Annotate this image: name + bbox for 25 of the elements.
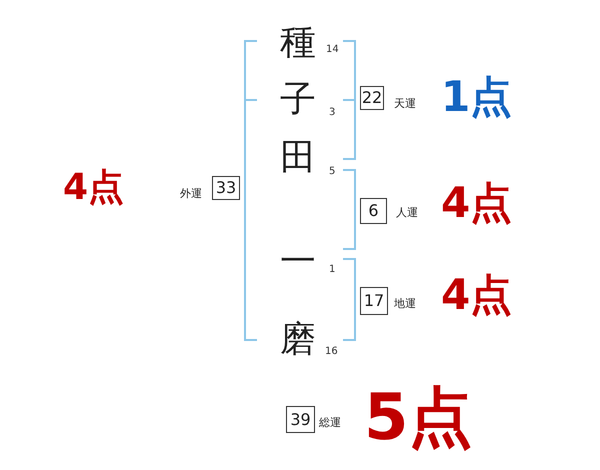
name-character: 子 — [280, 82, 316, 118]
name-character: 一 — [280, 244, 316, 280]
score-text: 4点 — [63, 170, 124, 206]
fortune-label: 地運 — [394, 298, 416, 309]
stroke-count: 5 — [329, 167, 336, 177]
name-character: 田 — [280, 140, 316, 176]
stroke-count: 1 — [329, 265, 336, 275]
stroke-count: 3 — [329, 108, 336, 118]
fortune-number-box: 17 — [360, 287, 388, 315]
fortune-label: 外運 — [180, 188, 202, 199]
name-character: 磨 — [280, 322, 316, 358]
score-text: 1点 — [441, 76, 512, 118]
fortune-number-box: 33 — [212, 176, 240, 200]
fortune-number-box: 6 — [360, 198, 387, 224]
fortune-label: 総運 — [319, 417, 341, 428]
fortune-label: 人運 — [396, 207, 418, 218]
score-text: 4点 — [441, 182, 512, 224]
fortune-label: 天運 — [394, 98, 416, 109]
fortune-number-box: 39 — [286, 406, 315, 433]
fortune-number-box: 22 — [360, 86, 384, 110]
score-text: 4点 — [441, 274, 512, 316]
score-text: 5点 — [364, 386, 473, 450]
stroke-count: 16 — [325, 347, 338, 357]
name-character: 種 — [280, 25, 316, 61]
stroke-count: 14 — [326, 45, 339, 55]
